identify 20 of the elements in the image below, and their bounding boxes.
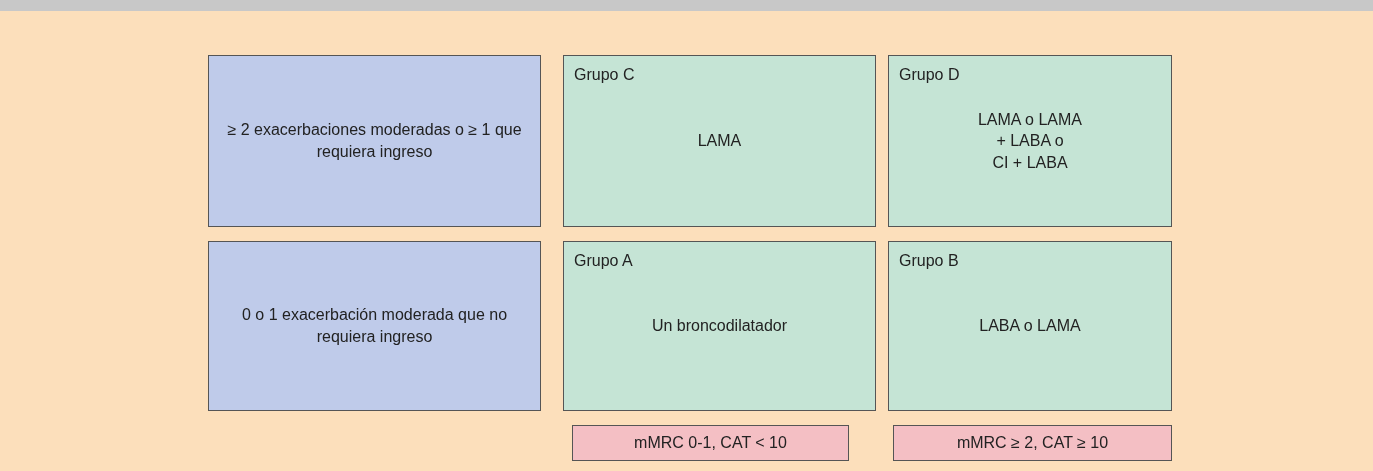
- treatment-text: LABA o LAMA: [978, 316, 1082, 337]
- group-title: Grupo B: [899, 252, 959, 270]
- treatment-text: LAMA o LAMA + LABA o CI + LABA: [976, 109, 1083, 173]
- group-box: [888, 55, 1172, 227]
- criteria-text: mMRC ≥ 2, CAT ≥ 10: [955, 433, 1110, 454]
- group-title: Grupo C: [574, 66, 635, 84]
- criteria-text: mMRC 0-1, CAT < 10: [633, 433, 788, 454]
- row-header-box: [208, 55, 541, 227]
- group-box: [563, 241, 876, 411]
- group-box: [888, 241, 1172, 411]
- row-header-box: [208, 241, 541, 411]
- treatment-text: LAMA: [696, 131, 743, 152]
- group-title: Grupo D: [899, 66, 960, 84]
- group-title: Grupo A: [574, 252, 633, 270]
- criteria-text: 0 o 1 exacerbación moderada que no requiera ingreso: [240, 305, 509, 347]
- column-header-box: [893, 425, 1172, 461]
- criteria-text: ≥ 2 exacerbaciones moderadas o ≥ 1 que requiera ingreso: [226, 120, 523, 162]
- treatment-text: Un broncodilatador: [650, 316, 789, 337]
- group-box: [563, 55, 876, 227]
- column-header-box: [572, 425, 849, 461]
